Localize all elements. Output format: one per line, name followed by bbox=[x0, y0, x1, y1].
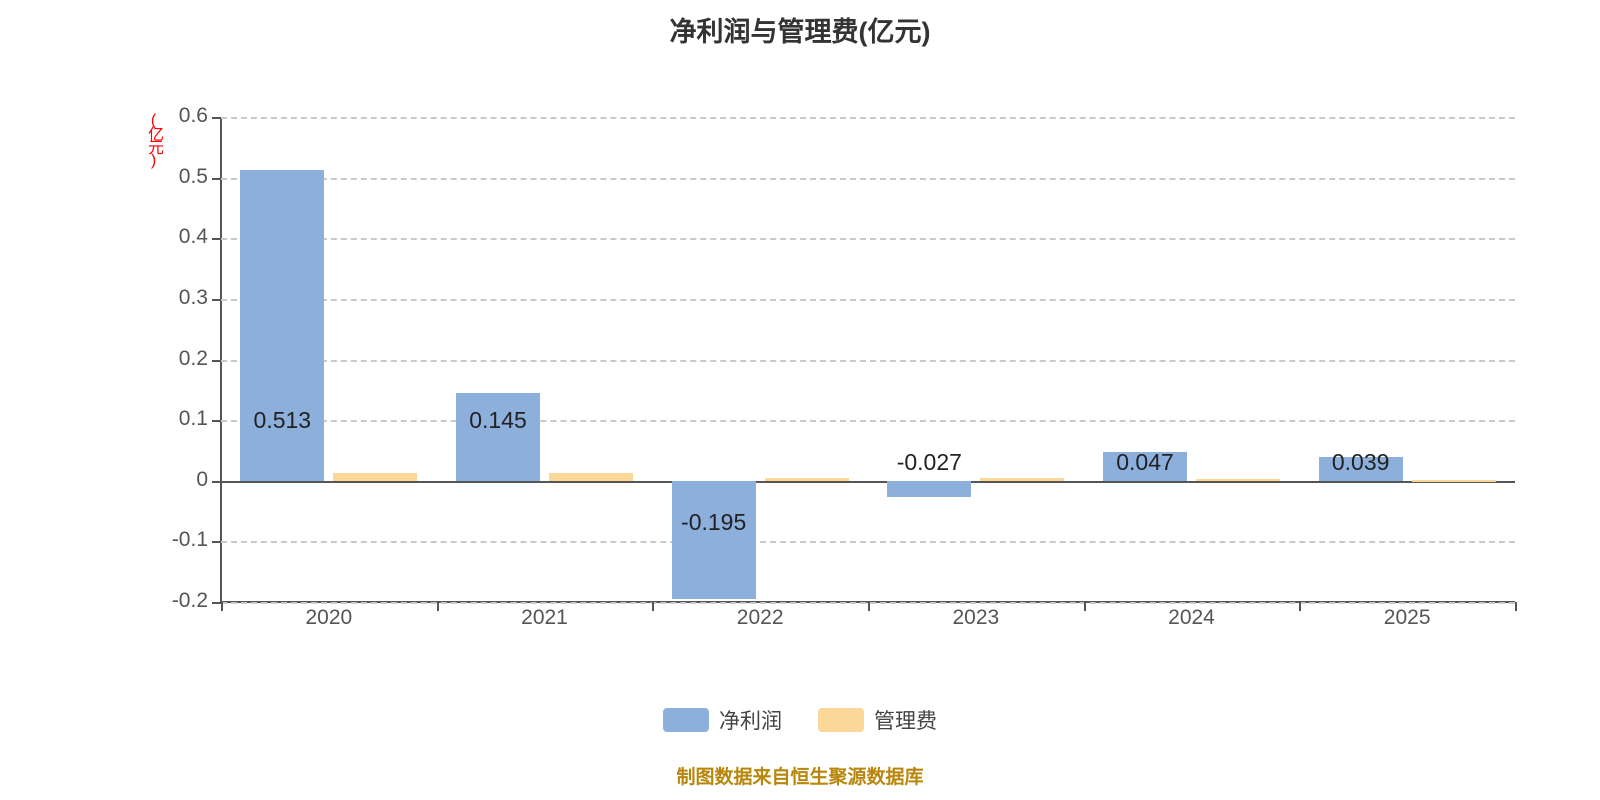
bar-admin-expense-2024[interactable] bbox=[1196, 478, 1280, 481]
bar-value-label-2024: 0.047 bbox=[1116, 449, 1174, 475]
gridline-0.3 bbox=[221, 298, 1515, 301]
source-note: 制图数据来自恒生聚源数据库 bbox=[676, 767, 924, 788]
y-tick-0.6 bbox=[212, 117, 221, 119]
y-tick-label-0.3: 0.3 bbox=[178, 285, 208, 309]
y-tick-label-0.4: 0.4 bbox=[178, 225, 208, 249]
x-tick-1 bbox=[436, 602, 439, 611]
x-tick-label-2024: 2024 bbox=[1168, 606, 1215, 629]
bar-net-profit-2020[interactable] bbox=[240, 169, 325, 481]
y-tick-label--0.2: -0.2 bbox=[171, 589, 208, 612]
gridline-0.2 bbox=[221, 359, 1515, 362]
y-tick-0 bbox=[212, 480, 221, 483]
legend-swatch-admin-expense bbox=[818, 708, 864, 732]
bar-value-label-2020: 0.513 bbox=[253, 407, 312, 433]
legend-item-net-profit[interactable]: 净利润 bbox=[663, 705, 782, 735]
bar-admin-expense-2023[interactable] bbox=[980, 478, 1065, 481]
x-tick-3 bbox=[868, 602, 870, 611]
y-axis-unit-label: (亿元) bbox=[145, 112, 162, 166]
y-tick--0.2 bbox=[212, 602, 221, 604]
y-tick--0.1 bbox=[212, 541, 221, 544]
x-tick-label-2025: 2025 bbox=[1383, 606, 1431, 629]
x-tick-4 bbox=[1083, 602, 1086, 611]
bar-net-profit-2023[interactable] bbox=[887, 481, 972, 498]
y-tick-label-0.5: 0.5 bbox=[178, 164, 208, 188]
gridline-0.5 bbox=[221, 177, 1515, 180]
bar-admin-expense-2022[interactable] bbox=[764, 478, 849, 481]
bar-net-profit-2021[interactable] bbox=[456, 392, 540, 481]
bar-value-label-2022: -0.195 bbox=[681, 509, 747, 535]
y-tick-0.1 bbox=[212, 420, 221, 423]
plot-area bbox=[221, 117, 1515, 602]
gridline-0.6 bbox=[221, 117, 1515, 119]
bar-value-label-2021: 0.145 bbox=[469, 407, 527, 433]
gridline-0.1 bbox=[221, 420, 1515, 423]
bar-admin-expense-2021[interactable] bbox=[549, 473, 633, 481]
x-tick-2 bbox=[652, 602, 655, 611]
gridline--0.1 bbox=[221, 541, 1515, 544]
x-tick-label-2020: 2020 bbox=[305, 606, 353, 629]
y-tick-0.3 bbox=[212, 298, 221, 301]
x-tick-5 bbox=[1299, 602, 1302, 611]
x-tick-label-2023: 2023 bbox=[952, 606, 1000, 629]
y-tick-label--0.1: -0.1 bbox=[171, 528, 208, 552]
bar-value-label-2023: -0.027 bbox=[896, 449, 962, 475]
bar-value-label-2025: 0.039 bbox=[1331, 449, 1390, 475]
y-tick-label-0.1: 0.1 bbox=[178, 407, 208, 431]
y-tick-label-0.2: 0.2 bbox=[178, 346, 208, 370]
x-tick-label-2021: 2021 bbox=[521, 606, 568, 629]
x-tick-6 bbox=[1515, 602, 1517, 611]
y-tick-0.4 bbox=[212, 238, 221, 241]
bar-admin-expense-2020[interactable] bbox=[333, 473, 418, 481]
x-tick-0 bbox=[221, 602, 223, 611]
gridline-0.4 bbox=[221, 238, 1515, 241]
legend-item-admin-expense[interactable]: 管理费 bbox=[818, 705, 937, 735]
legend-label-admin-expense: 管理费 bbox=[874, 710, 937, 733]
chart-legend: 净利润 管理费 bbox=[0, 705, 1600, 735]
x-tick-label-2022: 2022 bbox=[736, 606, 784, 629]
y-tick-label-0.6: 0.6 bbox=[178, 104, 208, 127]
legend-swatch-net-profit bbox=[663, 708, 709, 732]
y-tick-label-0: 0 bbox=[196, 467, 208, 491]
y-tick-0.2 bbox=[212, 359, 221, 362]
gridline-0 bbox=[221, 480, 1515, 483]
bar-net-profit-2022[interactable] bbox=[671, 481, 756, 599]
page-title: 净利润与管理费(亿元) bbox=[669, 17, 931, 47]
bar-net-profit-2025[interactable] bbox=[1318, 457, 1403, 481]
bar-admin-expense-2025[interactable] bbox=[1411, 479, 1496, 482]
y-tick-0.5 bbox=[212, 177, 221, 180]
legend-label-net-profit: 净利润 bbox=[719, 710, 782, 733]
bar-net-profit-2024[interactable] bbox=[1103, 452, 1187, 481]
